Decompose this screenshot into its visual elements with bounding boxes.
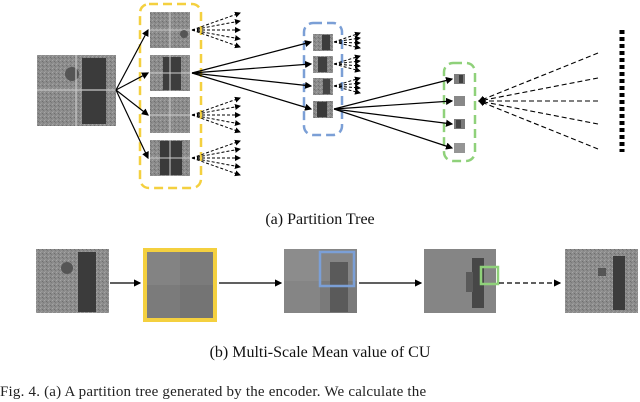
level3-group-box <box>442 61 477 163</box>
level1-blocks <box>150 12 190 176</box>
caption-multi-scale-mean: (b) Multi-Scale Mean value of CU <box>209 344 431 361</box>
level2-fanout-arrows <box>333 31 361 95</box>
level3-fanout-arrows <box>477 52 599 150</box>
level1-to-level2-arrows <box>191 40 313 111</box>
mean-level1-image <box>143 248 217 322</box>
root-to-level1-arrows <box>115 28 150 160</box>
mean-level3-image <box>424 249 500 313</box>
figure-body-text: Fig. 4. (a) A partition tree generated b… <box>0 384 427 400</box>
level2-blocks <box>313 34 333 118</box>
mean-level4-image <box>565 249 638 313</box>
caption-partition-tree: (a) Partition Tree <box>265 211 375 228</box>
mean-level2-image <box>284 249 357 313</box>
level1-group-box <box>138 2 203 190</box>
root-image <box>37 55 116 126</box>
level1-fanout-arrows <box>191 11 241 177</box>
level3-blocks <box>454 74 465 153</box>
mean-original-image <box>36 249 109 313</box>
level2-to-level3-arrows <box>333 76 454 150</box>
